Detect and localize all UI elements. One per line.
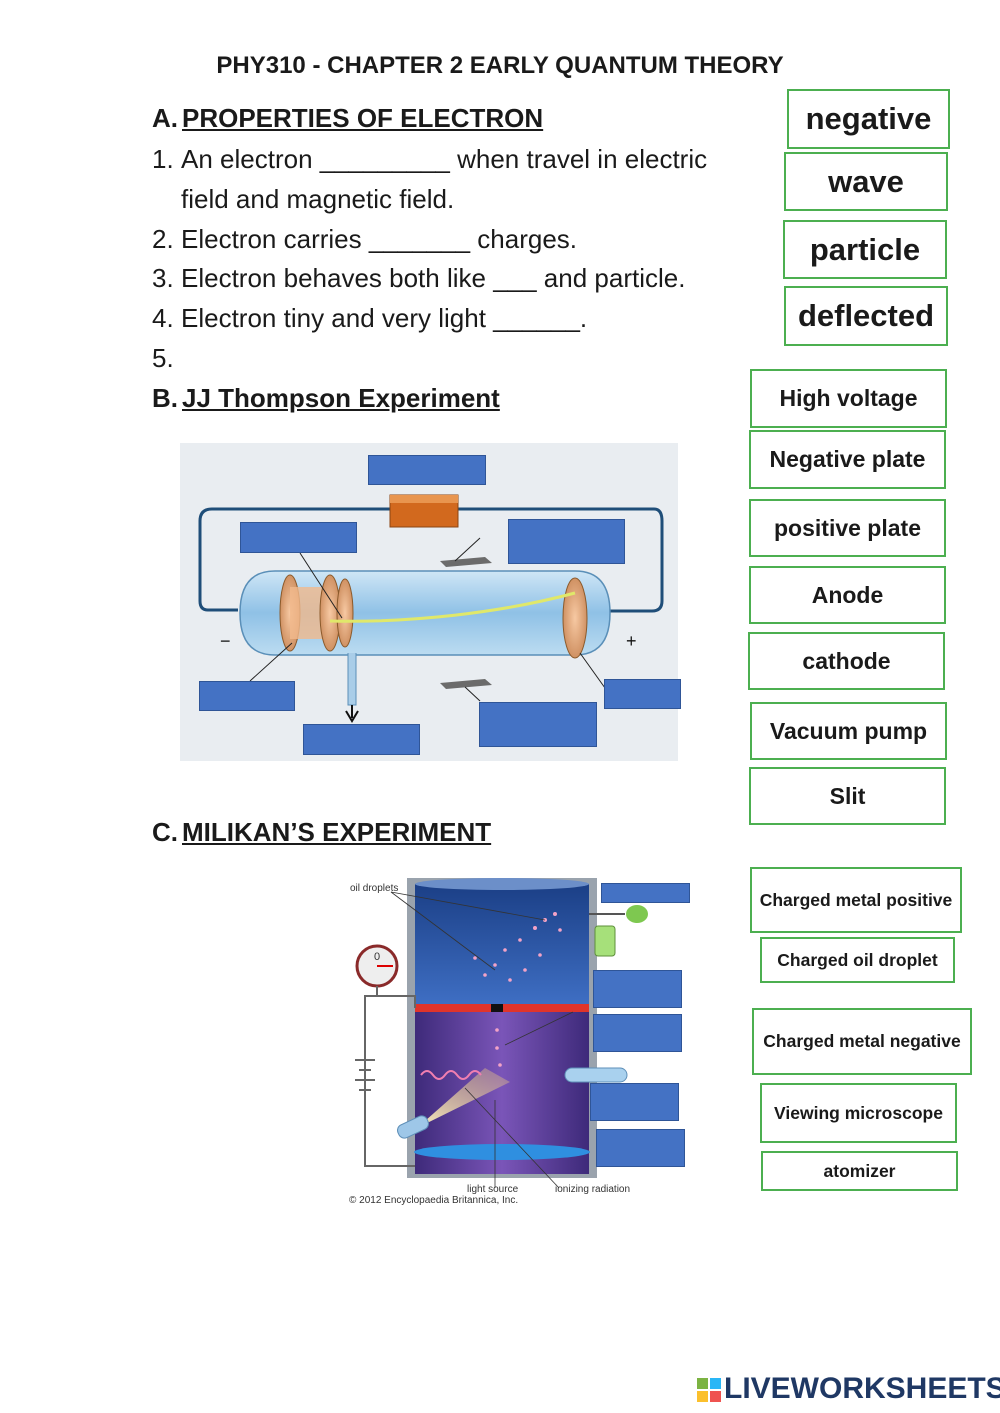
plus-sign: + [626, 631, 637, 651]
drag-word-wave[interactable]: wave [784, 152, 948, 211]
circuit-wires [364, 986, 416, 1167]
drag-word-slit[interactable]: Slit [749, 767, 946, 825]
drag-word-negative[interactable]: negative [787, 89, 950, 149]
question-text: Electron tiny and very light ______. [181, 303, 588, 333]
light-source-lamp [397, 1115, 429, 1139]
drag-word-charged-oil-droplet[interactable]: Charged oil droplet [760, 937, 955, 983]
drop-box-c2[interactable] [593, 970, 682, 1008]
svg-text:0: 0 [374, 951, 380, 963]
drag-word-atomizer[interactable]: atomizer [761, 1151, 958, 1191]
bottom-metal-plate [414, 1144, 590, 1160]
section-c-title: MILIKAN’S EXPERIMENT [182, 817, 492, 847]
atomizer-bulb [626, 905, 648, 923]
drag-word-positive-plate[interactable]: positive plate [749, 499, 946, 557]
electron-beam [329, 591, 576, 623]
question-5: 5. [152, 343, 181, 374]
drag-word-particle[interactable]: particle [783, 220, 947, 279]
thomson-figure: − + [180, 443, 678, 761]
thomson-diagram: − + [198, 494, 664, 723]
section-c-heading: C.MILIKAN’S EXPERIMENT [152, 817, 491, 848]
light-beam [417, 1068, 510, 1128]
liveworksheets-logo-text: LIVEWORKSHEETS [724, 1372, 1000, 1405]
drag-word-deflected[interactable]: deflected [784, 286, 948, 346]
page-title: PHY310 - CHAPTER 2 EARLY QUANTUM THEORY [216, 52, 784, 79]
question-number: 1. [152, 144, 174, 174]
section-a-letter: A. [152, 103, 178, 133]
question-1-continuation: field and magnetic field. [181, 184, 455, 214]
drag-word-cathode[interactable]: cathode [748, 632, 945, 690]
drop-box-b1[interactable] [368, 455, 486, 485]
section-a-title: PROPERTIES OF ELECTRON [182, 103, 544, 133]
question-3: 3.Electron behaves both like ___ and par… [152, 263, 685, 294]
liveworksheets-logo-icon [697, 1378, 721, 1402]
drag-word-anode[interactable]: Anode [749, 566, 946, 624]
drop-box-c1[interactable] [601, 883, 690, 903]
upper-chamber [415, 884, 589, 1006]
drag-word-viewing-microscope[interactable]: Viewing microscope [760, 1083, 957, 1143]
question-2: 2.Electron carries _______ charges. [152, 224, 577, 255]
bottom-plate [440, 679, 492, 689]
section-b-title: JJ Thompson Experiment [182, 383, 500, 413]
question-number: 4. [152, 303, 174, 333]
ionizing-radiation-label: ionizing radiation [555, 1184, 630, 1195]
battery-symbol [355, 1059, 375, 1091]
light-source-label: light source [467, 1184, 519, 1195]
section-b-letter: B. [152, 383, 178, 413]
question-text: Electron carries _______ charges. [181, 224, 578, 254]
drag-word-high-voltage[interactable]: High voltage [750, 369, 947, 428]
drag-word-charged-metal-positive[interactable]: Charged metal positive [750, 867, 962, 933]
minus-sign: − [220, 631, 231, 651]
drag-word-charged-metal-negative[interactable]: Charged metal negative [752, 1008, 972, 1075]
drop-box-c4[interactable] [590, 1083, 679, 1121]
pump-arrow [345, 705, 359, 723]
copyright-label: © 2012 Encyclopaedia Britannica, Inc. [349, 1195, 518, 1206]
drop-box-c3[interactable] [593, 1014, 682, 1052]
question-text: An electron _________ when travel in ele… [181, 144, 708, 174]
drop-box-b3[interactable] [508, 519, 625, 564]
question-number: 3. [152, 263, 174, 293]
pump-outlet [347, 653, 357, 706]
section-a-heading: A.PROPERTIES OF ELECTRON [152, 103, 543, 134]
millikan-diagram: 0 oil droplets light source ionizing rad… [349, 878, 648, 1206]
millikan-figure: 0 oil droplets light source ionizing rad… [345, 870, 685, 1210]
drop-box-b7[interactable] [303, 724, 420, 755]
oil-droplets-label: oil droplets [350, 883, 398, 894]
question-4: 4.Electron tiny and very light ______. [152, 303, 587, 334]
drop-box-c5[interactable] [596, 1129, 685, 1167]
question-number: 5. [152, 343, 174, 373]
drag-word-negative-plate[interactable]: Negative plate [749, 430, 946, 489]
drop-box-b5[interactable] [604, 679, 681, 709]
section-c-letter: C. [152, 817, 178, 847]
viewing-microscope-tube [564, 1067, 628, 1083]
question-number: 2. [152, 224, 174, 254]
drop-box-b4[interactable] [199, 681, 295, 711]
question-text: Electron behaves both like ___ and parti… [181, 263, 686, 293]
section-b-heading: B.JJ Thompson Experiment [152, 383, 500, 414]
drop-box-b6[interactable] [479, 702, 597, 747]
ionizing-radiation-wave [420, 1070, 482, 1080]
question-1: 1.An electron _________ when travel in e… [152, 144, 707, 175]
anode-disc [562, 577, 588, 659]
drag-word-vacuum-pump[interactable]: Vacuum pump [750, 702, 947, 760]
atomizer-bottle [594, 925, 616, 957]
drop-box-b2[interactable] [240, 522, 357, 553]
top-plate [440, 557, 492, 567]
